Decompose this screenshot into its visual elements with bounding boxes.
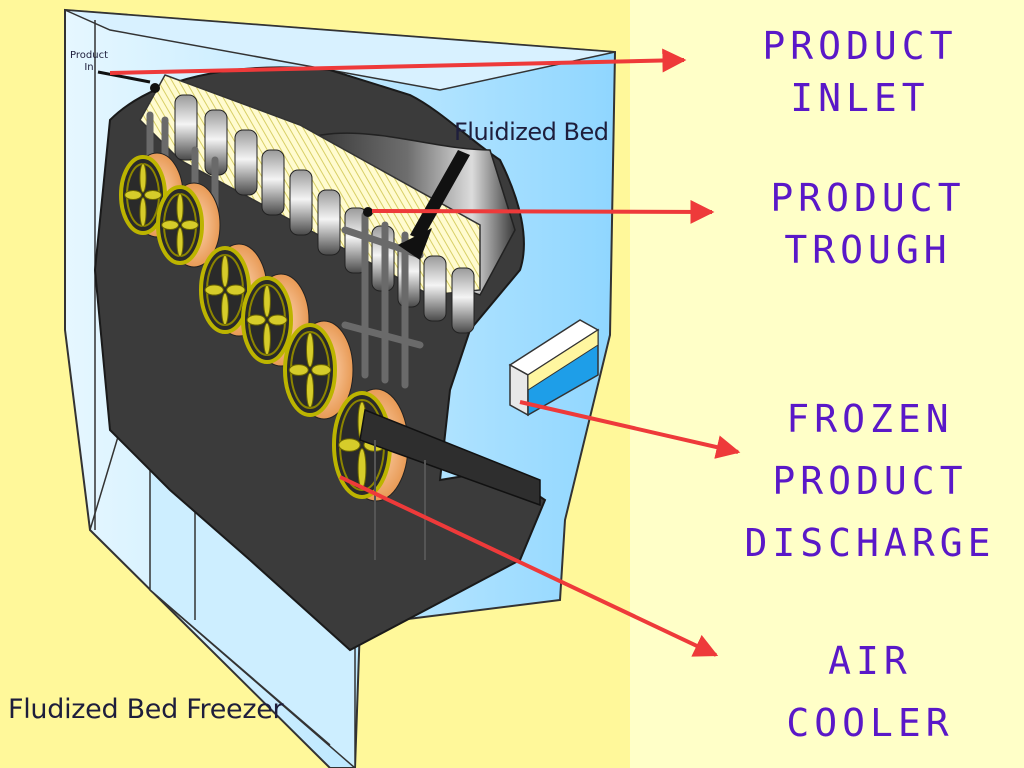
callout-air-cooler-line1: AIR bbox=[828, 639, 912, 683]
callout-product-trough-line1: PRODUCT bbox=[770, 176, 966, 220]
fan bbox=[283, 320, 354, 420]
callout-product-trough: PRODUCT TROUGH bbox=[738, 172, 998, 276]
product-in-line2: In bbox=[84, 62, 94, 73]
diagram-title: Fludized Bed Freezer bbox=[8, 694, 284, 725]
drum-segment bbox=[289, 169, 313, 236]
arrow-product-trough bbox=[371, 199, 715, 224]
fan bbox=[241, 273, 310, 367]
callout-air-cooler: AIR COOLER bbox=[740, 630, 1000, 754]
callout-frozen-line1: FROZEN bbox=[786, 397, 954, 441]
callout-frozen-line3: DISCHARGE bbox=[744, 521, 996, 565]
arrow-frozen-product-discharge bbox=[519, 400, 741, 459]
lower-channel bbox=[359, 408, 541, 560]
drum-segment bbox=[261, 149, 285, 216]
callout-product-trough-line2: TROUGH bbox=[784, 228, 952, 272]
fluidized-bed-label: Fluidized Bed bbox=[454, 118, 609, 146]
callout-product-inlet-line1: PRODUCT bbox=[762, 24, 958, 68]
drum-segment bbox=[423, 255, 447, 322]
callout-product-inlet-line2: INLET bbox=[790, 76, 930, 120]
callout-air-cooler-line2: COOLER bbox=[786, 701, 954, 745]
callout-product-inlet: PRODUCT INLET bbox=[730, 20, 990, 124]
drum-segment bbox=[174, 94, 198, 161]
drum-segment bbox=[451, 267, 475, 334]
inner-pointers bbox=[97, 70, 470, 260]
arrow-air-cooler bbox=[339, 475, 719, 657]
drum-segment bbox=[317, 189, 341, 256]
product-in-label: Product In bbox=[66, 50, 112, 74]
product-in-line1: Product bbox=[70, 50, 108, 61]
fan bbox=[156, 182, 221, 268]
callout-frozen-line2: PRODUCT bbox=[772, 459, 968, 503]
callout-arrows bbox=[109, 48, 741, 657]
callout-frozen-product-discharge: FROZEN PRODUCT DISCHARGE bbox=[730, 388, 1010, 574]
arrow-product-inlet bbox=[109, 48, 687, 75]
drum-segment bbox=[234, 129, 258, 196]
